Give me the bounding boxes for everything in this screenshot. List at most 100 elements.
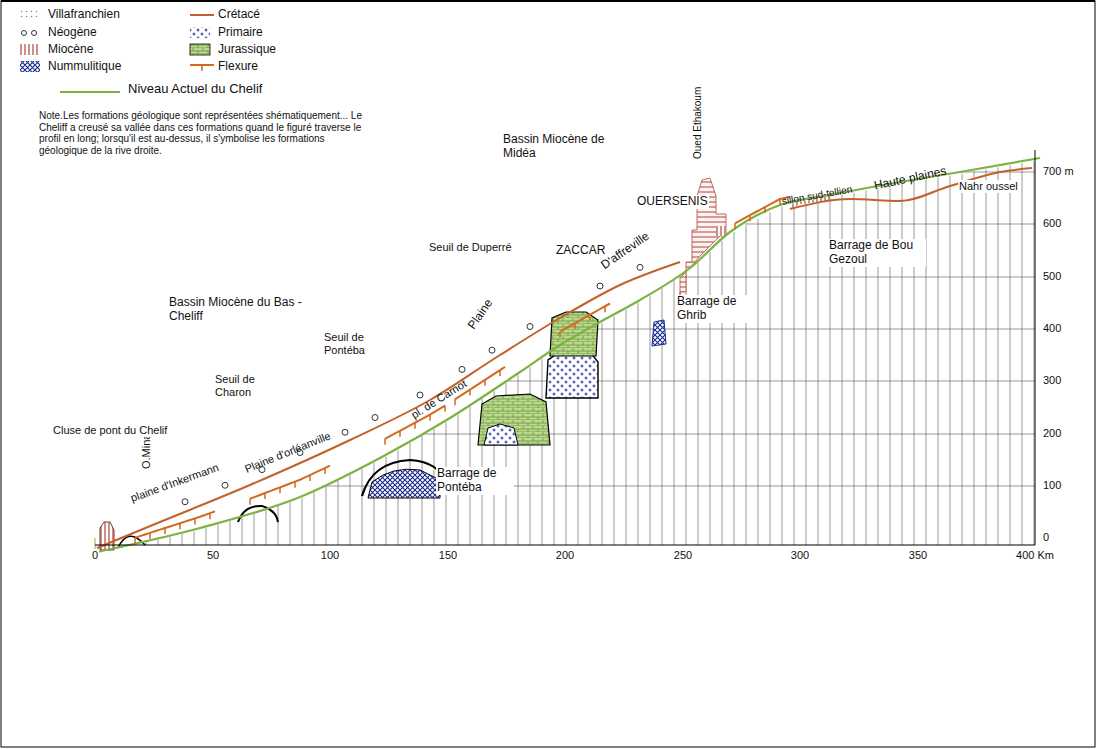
neogene-symbol: [459, 366, 465, 372]
neogene-symbol: [222, 482, 228, 488]
neogene-symbol: [372, 415, 378, 421]
flexure-line: [560, 304, 610, 332]
flexure-tick: [574, 323, 576, 329]
grid-line: [986, 169, 987, 545]
legend-label: Villafranchien: [48, 8, 120, 21]
grid-line: [254, 513, 255, 545]
axis-tick-label: 0: [1042, 531, 1050, 544]
flexure-tick: [279, 487, 281, 493]
flexure-tick: [209, 513, 211, 519]
place-label: Seuil de Pontéba: [323, 331, 407, 356]
grid-line: [1022, 163, 1023, 545]
legend-sample: [60, 92, 120, 93]
legend-sample: [190, 44, 210, 55]
flexure-tick: [559, 332, 561, 338]
axis-tick-label: 100: [320, 549, 340, 562]
grid-line: [782, 207, 783, 545]
cretaceous-line: [97, 262, 680, 548]
place-label: ZACCAR: [555, 244, 606, 258]
flexure-tick: [429, 415, 431, 421]
grid-line: [338, 480, 339, 545]
legend-label: Néogène: [48, 26, 97, 39]
flexure-tick: [249, 499, 251, 505]
axis-tick-label: 300: [790, 549, 810, 562]
flexure-tick: [134, 538, 136, 544]
flexure-tick: [309, 475, 311, 481]
neogene-symbol: [417, 392, 423, 398]
flexure-tick: [484, 380, 486, 386]
flexure-tick: [264, 493, 266, 499]
flexure-tick: [589, 315, 591, 321]
grid-line: [626, 310, 627, 545]
legend-label: Miocène: [48, 43, 93, 56]
axis-tick-label: 250: [673, 549, 693, 562]
flexure-tick: [399, 431, 401, 437]
axis-tick-label: 700 m: [1042, 165, 1075, 178]
legend-sample: [190, 15, 214, 16]
grid-line: [962, 174, 963, 545]
flexure-tick: [164, 528, 166, 534]
place-label: Nahr oussel: [958, 180, 1019, 193]
grid-line: [746, 225, 747, 545]
grid-line: [926, 180, 927, 545]
axis-tick-label: 100: [1042, 479, 1062, 492]
note-text: Note.Les formations géologique sont repr…: [38, 110, 375, 156]
flexure-tick: [414, 423, 416, 429]
axis-tick-label: 400: [1042, 322, 1062, 335]
grid-line: [206, 528, 207, 545]
grid-line: [638, 303, 639, 545]
grid-line: [770, 212, 771, 545]
river-profile-line: [97, 158, 1040, 552]
grid-line: [902, 184, 903, 545]
grid-line: [734, 232, 735, 545]
legend-sample: [20, 61, 40, 72]
place-label: Plaine: [465, 296, 497, 333]
flexure-tick: [764, 207, 766, 213]
place-label: Bassin Miocène de Midéa: [502, 133, 616, 161]
axis-tick-label: 350: [908, 549, 928, 562]
grid-line: [650, 296, 651, 545]
flexure-tick: [779, 199, 781, 205]
place-label: O.Mina: [140, 433, 153, 470]
grid-line: [350, 475, 351, 545]
grid-line: [218, 524, 219, 545]
flexure-tick: [444, 406, 446, 412]
flexure-line: [250, 466, 330, 499]
place-label: Barrage de Bou Gezoul: [828, 239, 926, 267]
grid-line: [386, 457, 387, 545]
grid-line: [242, 517, 243, 545]
axis-tick-label: 200: [555, 549, 575, 562]
axis-tick-label: 0: [91, 549, 99, 562]
axis-tick-label: 150: [438, 549, 458, 562]
grid-line: [230, 521, 231, 545]
flexure-tick: [149, 533, 151, 539]
axis-tick-label: 200: [1042, 427, 1062, 440]
grid-line: [914, 182, 915, 545]
grid-line: [974, 172, 975, 545]
neogene-symbol: [489, 347, 495, 353]
legend-label: Flexure: [218, 60, 258, 73]
flexure-tick: [604, 306, 606, 312]
neogene-symbol: [527, 324, 533, 330]
flexure-tick: [179, 523, 181, 529]
grid-line: [266, 510, 267, 545]
grid-line: [182, 534, 183, 545]
legend-sample: [22, 31, 37, 36]
place-label: Seuil de Charon: [214, 373, 278, 398]
grid-line: [158, 540, 159, 545]
place-label: Barrage de Ghrib: [676, 295, 750, 323]
axis-tick-label: 300: [1042, 374, 1062, 387]
legend-sample: [20, 44, 40, 55]
legend-sample: [190, 65, 214, 71]
axis-tick-label: 50: [206, 549, 220, 562]
grid-line: [1010, 165, 1011, 545]
flexure-tick: [454, 399, 456, 405]
flexure-tick: [324, 468, 326, 474]
grid-line: [938, 178, 939, 545]
place-label: OUERSENIS: [636, 195, 709, 209]
grid-line: [806, 202, 807, 545]
axis-tick-label: 500: [1042, 270, 1062, 283]
place-label: Oued Ethakoum: [692, 86, 704, 160]
legend-label: Primaire: [218, 26, 263, 39]
axis-tick-label: 400 Km: [1015, 549, 1055, 562]
